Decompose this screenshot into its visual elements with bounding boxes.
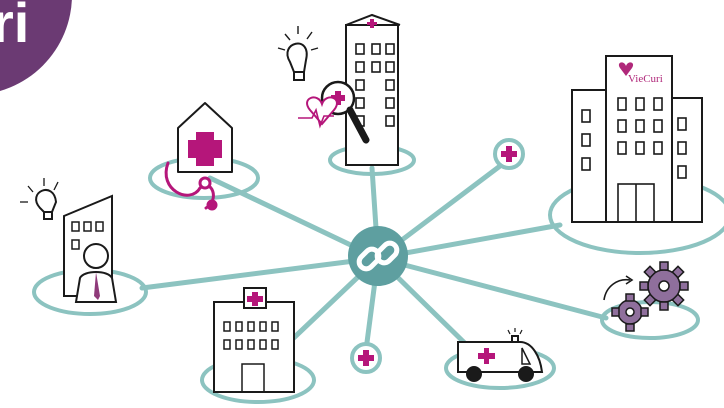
- clinic-plus-horizontal: [188, 140, 222, 158]
- clinic-building: [177, 102, 233, 173]
- line-to-clinic: [207, 175, 381, 261]
- hospital-logo: VieCuri: [618, 62, 663, 85]
- hospital-brand-name: VieCuri: [628, 73, 663, 85]
- small-hospital-building: [213, 287, 295, 393]
- line-to-gears: [375, 255, 609, 321]
- gears-icon: [603, 261, 689, 332]
- plus-circle-top: [493, 138, 525, 170]
- research-tower: [345, 13, 401, 166]
- doctor-figure: [74, 243, 118, 303]
- line-to-doctor: [139, 255, 381, 291]
- corner-badge: ri: [0, 0, 72, 91]
- lightbulb-left-icon: [20, 178, 59, 220]
- stethoscope-icon: [164, 161, 218, 211]
- corner-badge-text: ri: [0, 0, 29, 54]
- lightbulb-icon: [277, 26, 319, 81]
- ambulance-icon: [457, 328, 544, 382]
- hospital-building: [571, 55, 703, 223]
- heart-logo-icon: [618, 62, 634, 76]
- heart-icon: [298, 96, 338, 129]
- plus-circle-bottom: [350, 342, 382, 374]
- chain-link-icon: [356, 240, 400, 272]
- corner-badge-shape: [0, 0, 72, 91]
- central-hub: [348, 226, 408, 286]
- line-to-hospital: [375, 222, 563, 261]
